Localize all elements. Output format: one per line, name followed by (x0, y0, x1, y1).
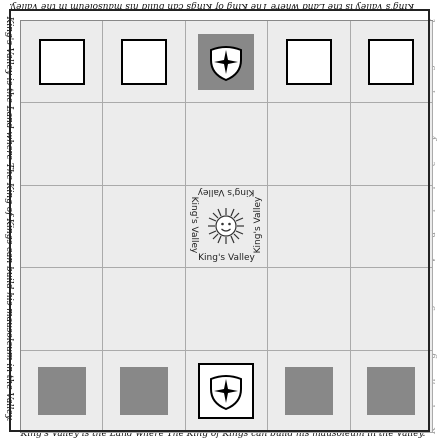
board-outline (9, 9, 430, 432)
